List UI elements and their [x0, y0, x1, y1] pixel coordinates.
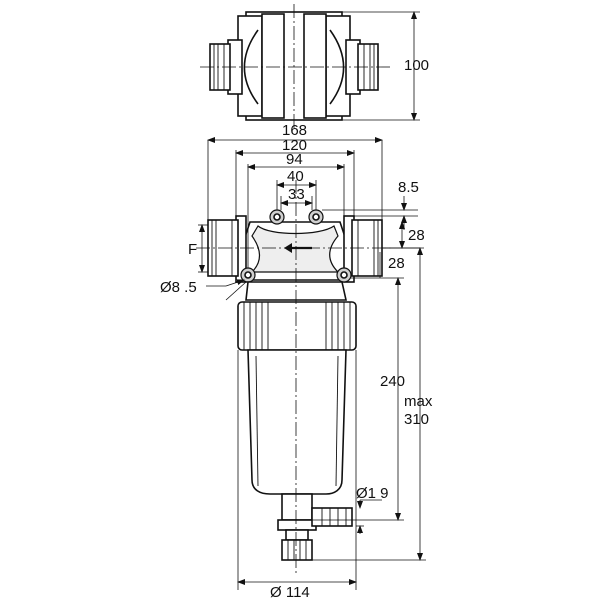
- dim-mount-hole: Ø8 .5: [160, 279, 197, 296]
- top-view: 100: [200, 4, 429, 128]
- top-view-lug-left: [261, 13, 285, 119]
- dim-port-thread: F: [188, 241, 197, 258]
- dim-port-height-lower: 28: [388, 255, 405, 272]
- dim-drain-diameter: Ø1 9: [356, 485, 389, 502]
- front-view: [196, 180, 392, 575]
- dim-flange-width: 120: [282, 137, 307, 154]
- dim-bolt-outer: 40: [287, 168, 304, 185]
- dimension-lines: 168 120 94 40 33 8.5 F 28: [160, 122, 433, 601]
- dim-max-height: 310: [404, 411, 429, 428]
- drain-valve-knob: [281, 539, 313, 561]
- dim-depth: 100: [404, 57, 429, 74]
- dim-total-width: 168: [282, 122, 307, 139]
- drain-body: [281, 493, 313, 521]
- dim-port-height-upper: 28: [408, 227, 425, 244]
- dim-max-label: max: [404, 393, 433, 410]
- dim-bolt-inner: 33: [288, 186, 305, 203]
- dim-bolt-offset: 8.5: [398, 179, 419, 196]
- dim-bowl-height: 240: [380, 373, 405, 390]
- dim-bowl-diameter: Ø 114: [270, 584, 310, 601]
- dim-body-width: 94: [286, 151, 303, 168]
- top-view-lug-right: [303, 13, 327, 119]
- filter-bowl: [247, 349, 347, 495]
